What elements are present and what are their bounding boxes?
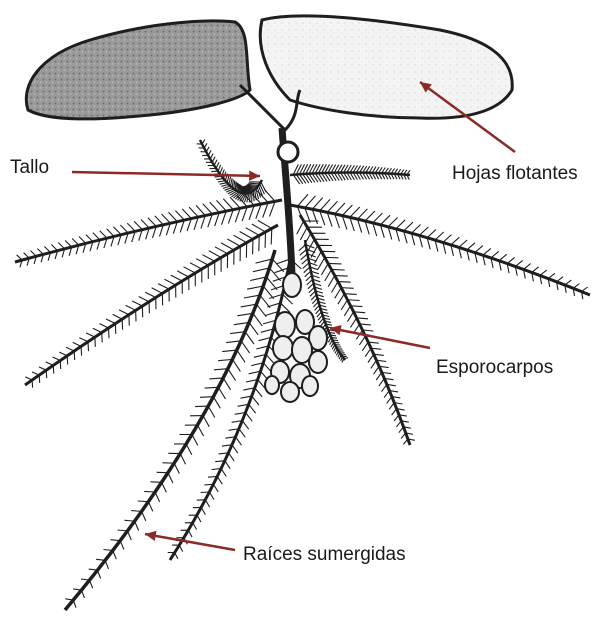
arrow-submerged-roots-head [145,531,157,541]
root-upper-right-hairs [297,194,587,299]
sporocarp-5 [273,336,293,360]
label-sporocarps: Esporocarpos [436,358,553,377]
arrow-sporocarps-line [330,328,430,348]
stem-node [278,142,298,162]
arrow-submerged-roots-line [145,534,235,550]
sporocarp-cluster [265,273,327,402]
label-floating-leaves: Hojas flotantes [452,164,578,183]
root-long-center-hairs [168,259,302,559]
floating-leaf-left [26,21,250,119]
sporocarp-1 [283,273,301,297]
label-stem: Tallo [10,158,49,177]
sporocarp-2 [275,312,295,338]
sporocarp-11 [302,376,318,396]
sporocarp-7 [309,351,327,373]
sporocarp-10 [281,382,299,402]
root-upper-right [290,205,590,295]
arrow-stem-line [72,172,260,176]
arrow-stem-head [249,171,260,181]
label-submerged-roots: Raíces sumergidas [243,545,406,564]
sporocarp-12 [265,376,279,394]
root-short-upper-hairs [197,140,267,203]
